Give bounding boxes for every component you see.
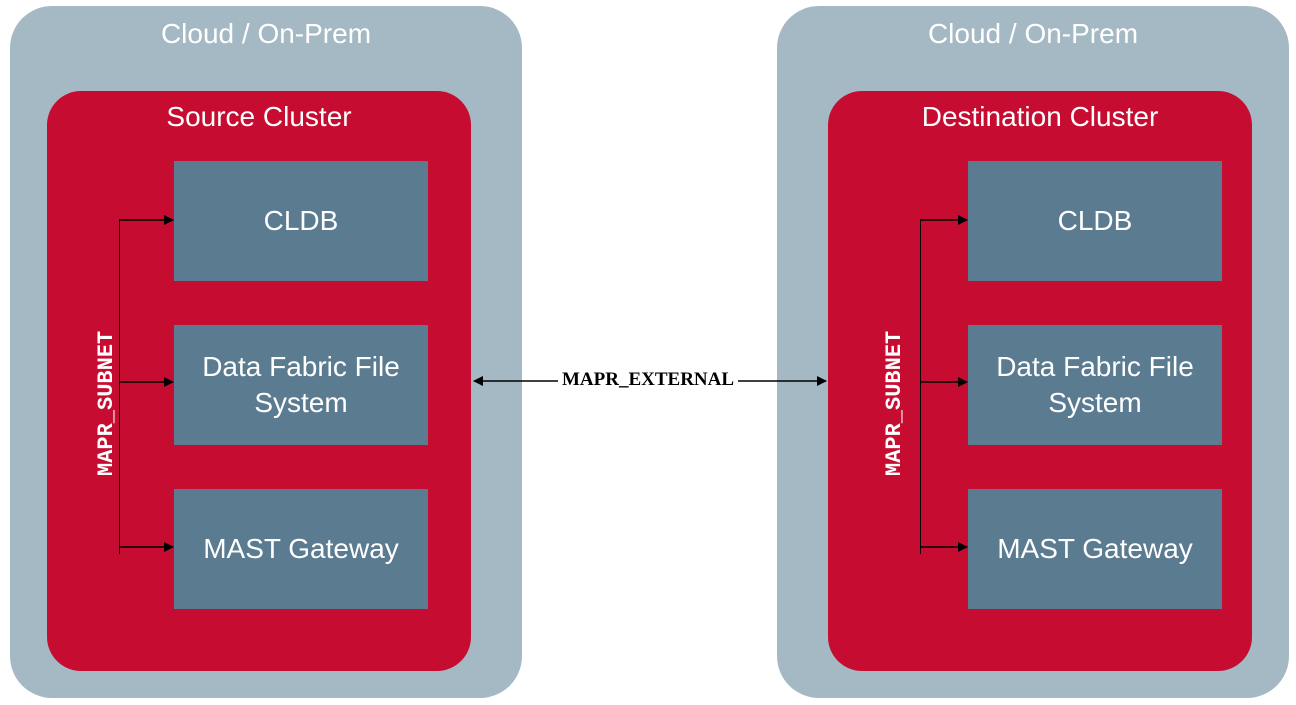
subnet-bus-line [119,219,120,554]
service-cldb: CLDB [174,161,428,281]
service-mast-gateway: MAST Gateway [174,489,428,609]
service-cldb: CLDB [968,161,1222,281]
source-cluster: Source Cluster MAPR_SUBNET CLDB Data Fab… [47,91,471,671]
service-label: MAST Gateway [997,533,1193,564]
service-label: CLDB [263,205,339,236]
environment-right: Cloud / On-Prem Destination Cluster MAPR… [777,6,1289,698]
environment-title: Cloud / On-Prem [927,18,1139,49]
destination-cluster: Destination Cluster MAPR_SUBNET CLDB Dat… [828,91,1252,671]
service-data-fabric-file-system: Data Fabric File System [174,325,428,445]
service-data-fabric-file-system: Data Fabric File System [968,325,1222,445]
service-label: CLDB [1057,205,1133,236]
environment-title: Cloud / On-Prem [160,18,372,49]
cluster-title: Destination Cluster [921,101,1159,132]
cluster-title: Source Cluster [166,101,352,132]
service-label: MAST Gateway [203,533,399,564]
service-label: Data Fabric File System [996,351,1194,418]
service-label: Data Fabric File System [202,351,400,418]
service-mast-gateway: MAST Gateway [968,489,1222,609]
subnet-bus-line [920,219,921,554]
environment-left: Cloud / On-Prem Source Cluster MAPR_SUBN… [10,6,522,698]
